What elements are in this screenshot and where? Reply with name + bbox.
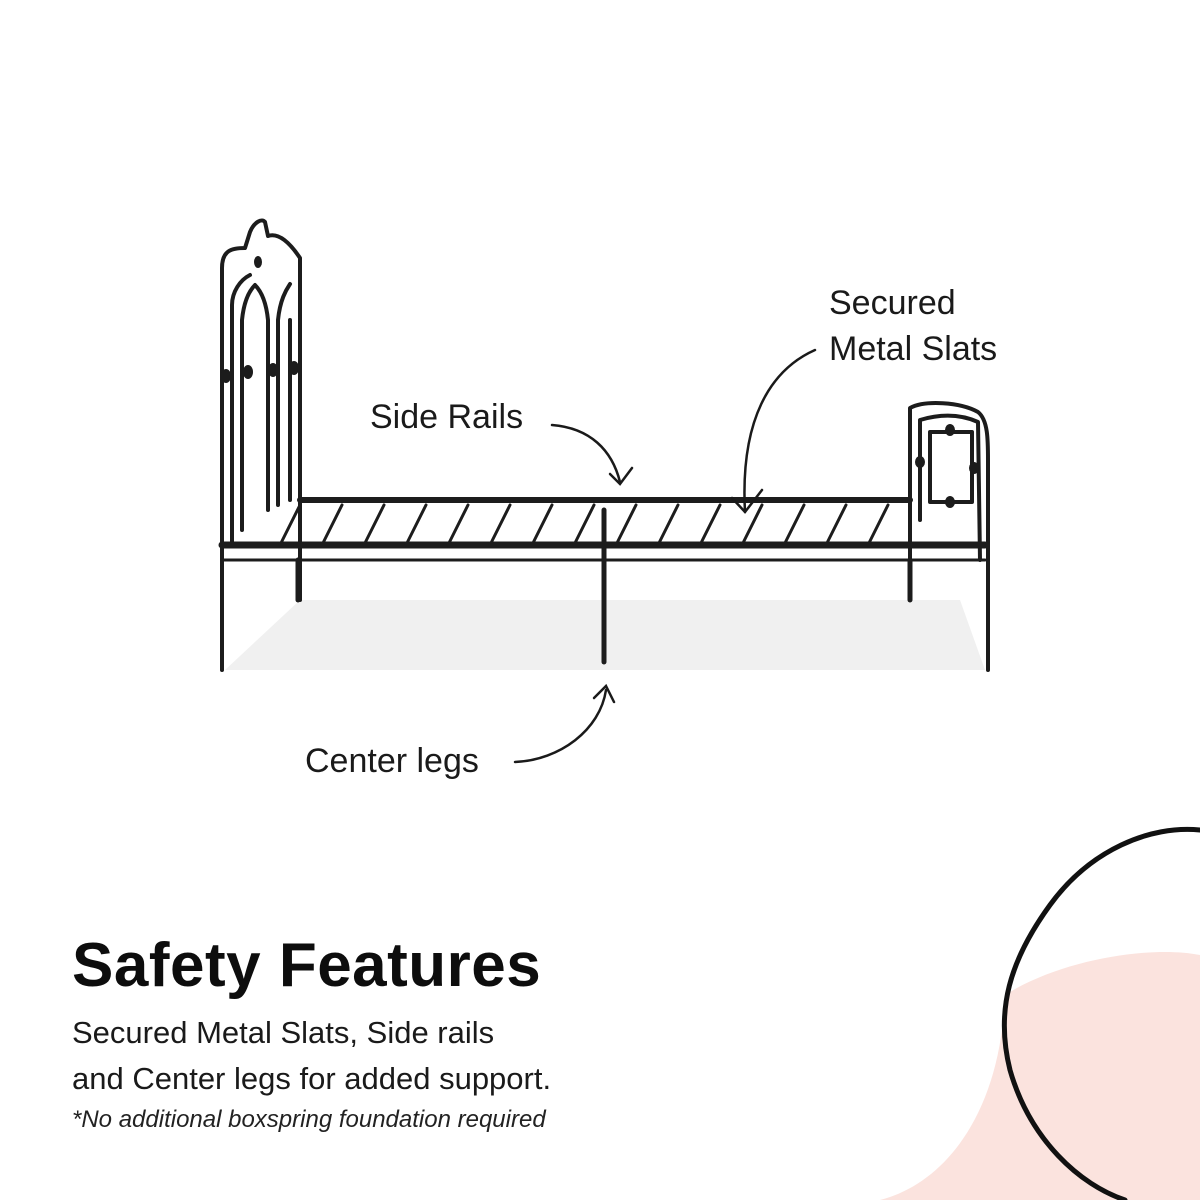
- bed-legs: [295, 507, 913, 665]
- callout-secured-metal-slats: Secured Metal Slats: [829, 280, 997, 372]
- footnote: *No additional boxspring foundation requ…: [72, 1106, 546, 1133]
- pink-blob-shape: [880, 951, 1200, 1200]
- page-title: Safety Features: [72, 931, 542, 1000]
- feature-description: Secured Metal Slats, Side rails and Cent…: [72, 1010, 551, 1102]
- feature-description-line1: Secured Metal Slats, Side rails: [72, 1015, 495, 1050]
- callout-side-rails: Side Rails: [370, 398, 524, 436]
- blob-outline-shape: [1001, 826, 1200, 1200]
- feature-description-line2: and Center legs for added support.: [72, 1061, 552, 1096]
- footboard-knots: [915, 424, 979, 508]
- arrow-legs-head: [592, 683, 616, 704]
- arrow-rails-icon: [550, 423, 622, 484]
- callout-center-legs: Center legs: [305, 742, 479, 780]
- footboard: [908, 401, 990, 672]
- arrow-rails-head: [608, 466, 634, 486]
- arrow-slats-icon: [743, 348, 817, 514]
- metal-slats: [278, 503, 890, 547]
- headboard: [220, 218, 302, 672]
- arrow-legs-icon: [513, 688, 608, 764]
- headboard-knots: [221, 256, 299, 383]
- callout-slats-line2: Metal Slats: [829, 330, 998, 368]
- callout-slats-line1: Secured: [829, 284, 956, 322]
- arrow-slats-head: [730, 488, 764, 514]
